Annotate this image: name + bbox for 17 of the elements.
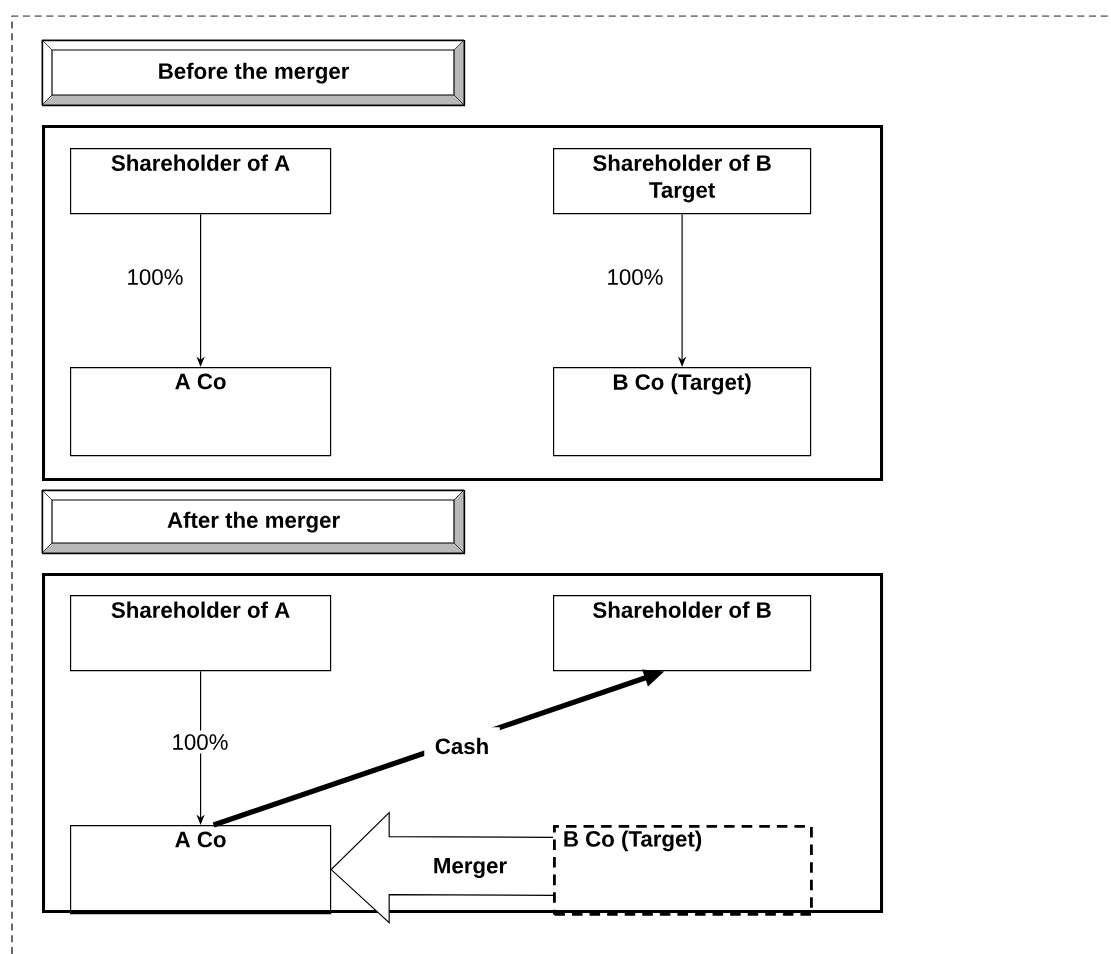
process-box: Shareholder of A [70,148,332,215]
panel-frame [42,573,884,914]
process-box: A Co [70,367,332,457]
edge-label: Cash [424,727,500,765]
process-box: Shareholder of B [553,595,812,672]
edge-label: 100% [168,730,232,754]
process-box: A Co [70,825,332,915]
edge-label: 100% [603,265,667,289]
edge-label: 100% [123,265,187,289]
process-box: Shareholder of B Target [553,148,812,215]
panel-frame [42,125,884,482]
dashed-box: B Co (Target) [553,825,813,916]
process-box: Shareholder of A [70,595,332,672]
banner-box: Before the merger [41,39,466,107]
process-box: B Co (Target) [553,367,812,457]
edge-label: Merger [429,854,511,882]
banner-box: After the merger [41,489,466,555]
